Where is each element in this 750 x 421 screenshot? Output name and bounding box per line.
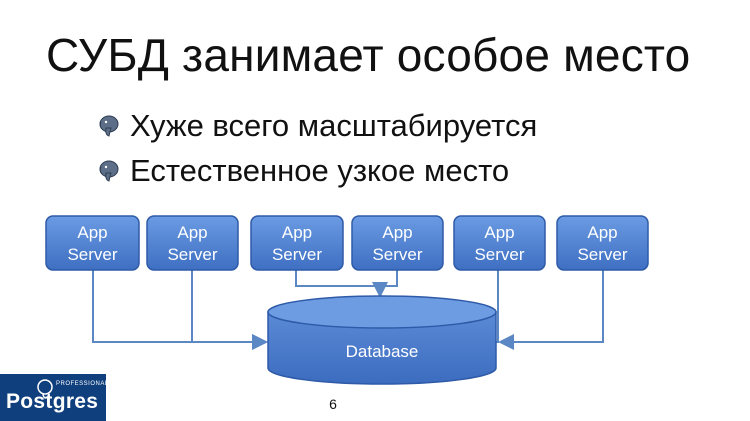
server-label-line2: Server xyxy=(372,245,422,264)
bullet-text: Естественное узкое место xyxy=(130,152,510,188)
database-cylinder: Database xyxy=(267,295,497,385)
connector-group xyxy=(92,270,604,350)
server-label-line2: Server xyxy=(272,245,322,264)
slide-title: СУБД занимает особое место xyxy=(46,29,691,81)
connector-line xyxy=(380,270,398,287)
app-server-box: App Server xyxy=(556,215,649,271)
connector-line xyxy=(191,270,268,350)
server-label-line1: App xyxy=(282,223,312,242)
connector-line xyxy=(498,270,604,350)
server-label-line1: App xyxy=(587,223,617,242)
server-label-line1: App xyxy=(177,223,207,242)
elephant-icon xyxy=(99,160,119,182)
logo-tagline: PROFESSIONAL xyxy=(56,381,109,387)
bullet-item: Хуже всего масштабируется xyxy=(98,103,537,148)
server-label-line1: App xyxy=(484,223,514,242)
app-server-box: App Server xyxy=(250,215,344,271)
app-server-box: App Server xyxy=(45,215,140,271)
app-server-box: App Server xyxy=(146,215,239,271)
connector-line xyxy=(92,270,268,350)
server-label-line2: Server xyxy=(474,245,524,264)
server-label-line2: Server xyxy=(577,245,627,264)
elephant-icon xyxy=(99,115,119,137)
elephant-icon xyxy=(37,379,53,399)
bullet-text: Хуже всего масштабируется xyxy=(130,107,538,143)
logo-wordmark: Postgres xyxy=(6,390,99,413)
page-number: 6 xyxy=(329,396,337,412)
app-server-box: App Server xyxy=(351,215,444,271)
server-label-line2: Server xyxy=(67,245,117,264)
connector-line xyxy=(295,270,388,298)
database-label: Database xyxy=(346,342,419,361)
postgres-professional-logo: PROFESSIONAL Postgres xyxy=(0,374,109,421)
app-server-box: App Server xyxy=(453,215,546,271)
bullet-item: Естественное узкое место xyxy=(98,148,537,193)
server-label-line1: App xyxy=(77,223,107,242)
server-label-line2: Server xyxy=(167,245,217,264)
bullet-list: Хуже всего масштабируется Естественное у… xyxy=(98,103,537,193)
server-label-line1: App xyxy=(382,223,412,242)
